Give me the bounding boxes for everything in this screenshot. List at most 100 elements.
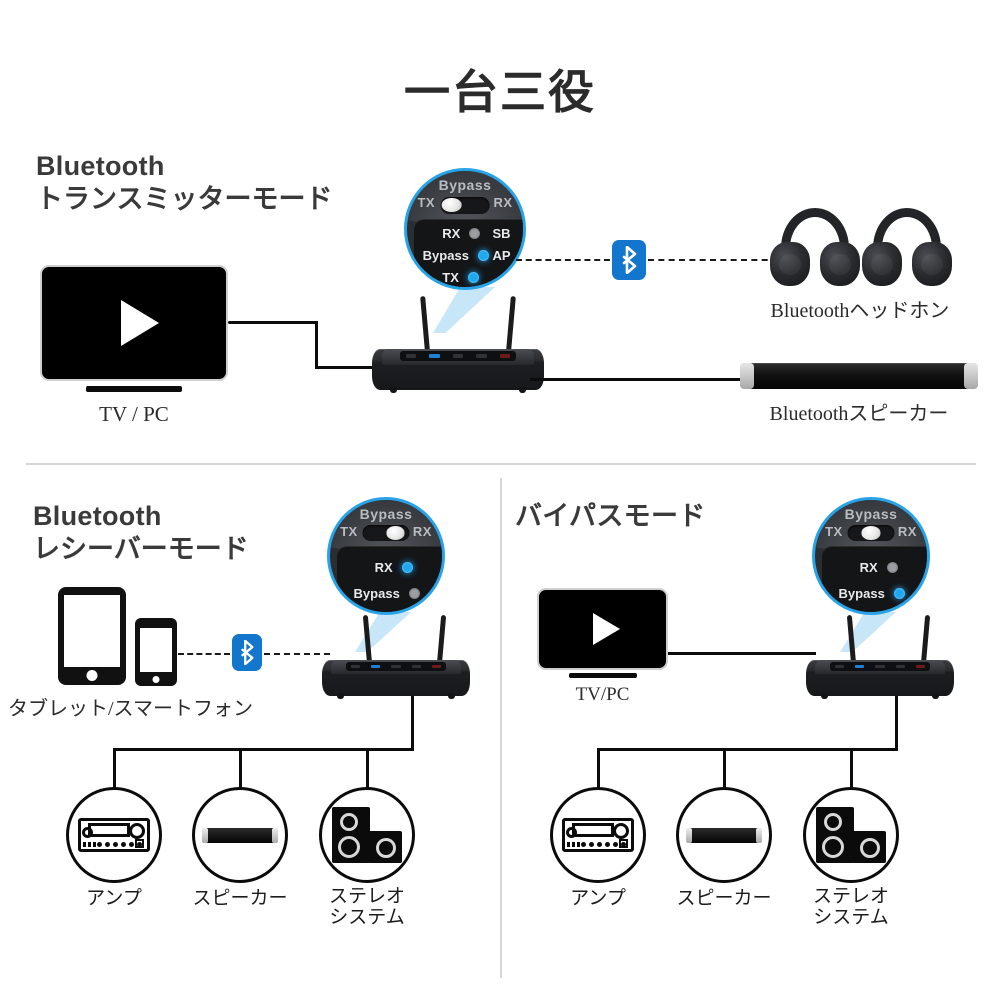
headphone-earcup-right <box>912 242 952 286</box>
led-indicator-aptx: AP <box>492 248 510 263</box>
horizontal-divider <box>26 463 976 465</box>
stereo-system-label: ステレオ システム <box>776 886 926 929</box>
mode-switch-track[interactable] <box>440 196 490 214</box>
switch-label-bypass: Bypass <box>844 505 898 522</box>
switch-label-rx: RX <box>412 523 432 539</box>
headphones-icon <box>862 208 952 286</box>
output-stereo-system-receiver <box>319 787 415 883</box>
led-label: Bypass <box>353 586 400 602</box>
phone-screen <box>139 627 173 673</box>
led-dot-on <box>401 561 413 573</box>
stereo-system-label: ステレオ システム <box>292 886 442 929</box>
led-indicator-rx: RX <box>442 226 481 242</box>
device-front-face-closeup: RX SB Bypass AP TX <box>413 218 523 287</box>
panel-led-red <box>915 664 925 669</box>
mode-switch-knob[interactable] <box>861 526 881 540</box>
antenna-right-icon <box>437 614 447 664</box>
panel-led <box>895 664 905 669</box>
led-indicator-rx: RX <box>860 560 898 575</box>
wire-bypass-drop-1 <box>597 748 600 788</box>
mode-switch-track[interactable] <box>847 524 895 542</box>
tablet-home-button <box>86 670 98 681</box>
tv-screen <box>537 588 668 670</box>
wire-tv-to-device-v <box>315 321 318 369</box>
wireless-link-receiver-in <box>178 653 230 655</box>
heading-line-2: トランスミッターモード <box>36 183 333 214</box>
wireless-link-transmitter <box>516 259 610 261</box>
tablet-icon <box>58 587 126 685</box>
device-foot-right <box>519 387 526 393</box>
panel-led <box>452 353 464 358</box>
tv-screen <box>40 265 228 381</box>
wireless-link-receiver-to-device <box>264 653 330 655</box>
mode-switch-knob[interactable] <box>386 526 405 540</box>
led-dot-off <box>886 561 898 573</box>
led-dot-on <box>477 250 489 262</box>
soundbar-body <box>740 363 978 389</box>
heading-line-1: バイパスモード <box>515 501 706 531</box>
switch-label-tx: TX <box>825 523 843 539</box>
led-dot-on <box>467 271 479 283</box>
vertical-divider <box>500 478 502 978</box>
phone-home-button <box>152 676 160 683</box>
soundbar-endcap-right <box>964 363 978 389</box>
wire-receiver-drop-3 <box>366 748 369 788</box>
panel-led <box>875 664 885 669</box>
switch-label-tx: TX <box>340 523 358 539</box>
bluetooth-adapter-device-bypass <box>806 614 954 699</box>
bluetooth-adapter-device-transmitter <box>372 295 544 393</box>
stereo-label-line-1: ステレオ <box>812 886 889 907</box>
speaker-label: スピーカー <box>192 888 288 909</box>
amplifier-icon <box>562 818 634 852</box>
stereo-label-line-2: システム <box>329 907 405 929</box>
heading-line-1: Bluetooth <box>33 501 162 531</box>
led-indicator-rx: RX <box>375 560 413 575</box>
soundbar-icon <box>686 827 762 843</box>
device-foot-left <box>390 387 397 393</box>
output-stereo-system-bypass <box>803 787 899 883</box>
panel-led <box>351 664 361 669</box>
panel-led-red <box>431 664 441 669</box>
magnifier-bypass-mode: Bypass TX RX RX Bypass <box>812 497 930 615</box>
panel-led <box>476 353 487 358</box>
led-indicator-tx: TX <box>442 270 479 285</box>
transmitter-mode-heading: Bluetooth トランスミッターモード <box>36 150 332 216</box>
antenna-left-icon <box>420 295 430 353</box>
mode-switch-track[interactable] <box>362 524 410 542</box>
led-label: SB <box>492 226 511 242</box>
device-indicator-panel <box>829 662 931 671</box>
led-label: RX <box>442 226 461 242</box>
bluetooth-speaker-label: Bluetoothスピーカー <box>769 403 949 425</box>
mode-switch-knob[interactable] <box>442 198 462 212</box>
panel-led <box>405 353 417 358</box>
led-label: AP <box>492 248 511 264</box>
device-foot-left <box>337 693 344 699</box>
wire-tv-to-device-bypass <box>668 652 816 655</box>
antenna-right-icon <box>921 614 931 664</box>
device-indicator-panel <box>345 662 447 671</box>
play-icon <box>121 300 159 346</box>
output-speaker-bypass <box>676 787 772 883</box>
output-amplifier-bypass <box>550 787 646 883</box>
soundbar-endcap-left <box>740 363 754 389</box>
output-speaker-receiver <box>192 787 288 883</box>
amplifier-label: アンプ <box>86 888 142 909</box>
headphone-earcup-left <box>770 242 810 286</box>
wire-receiver-bus-h <box>113 748 414 751</box>
tv-pc-label: TV/PC <box>575 684 630 705</box>
led-indicator-bypass: Bypass <box>423 248 489 263</box>
led-indicator-sbc: SB <box>492 226 510 241</box>
stereo-label-line-2: システム <box>813 907 889 929</box>
antenna-left-icon <box>846 614 856 664</box>
stereo-label-line-1: ステレオ <box>328 886 405 907</box>
panel-led-lit <box>429 353 440 358</box>
switch-label-bypass: Bypass <box>438 176 492 193</box>
panel-led <box>391 664 401 669</box>
switch-label-rx: RX <box>897 523 917 539</box>
panel-led-lit <box>371 664 381 669</box>
output-amplifier-receiver <box>66 787 162 883</box>
magnifier-transmitter-mode: Bypass TX RX RX SB Bypass AP <box>404 168 526 290</box>
headphone-band <box>872 208 942 249</box>
bluetooth-adapter-device-receiver <box>322 614 470 699</box>
wire-receiver-drop-1 <box>113 748 116 788</box>
